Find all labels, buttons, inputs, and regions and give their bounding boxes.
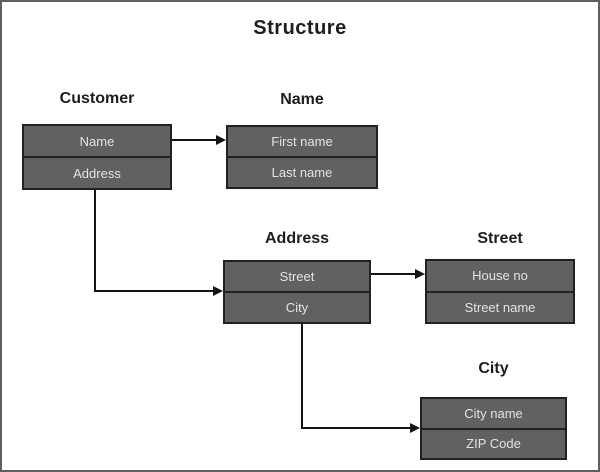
city-box: City name ZIP Code <box>420 397 567 460</box>
address-row-street: Street <box>225 262 369 293</box>
customer-label: Customer <box>59 90 135 107</box>
address-box: Street City <box>223 260 371 324</box>
city-row-zip-code: ZIP Code <box>466 436 521 452</box>
connector-customer-address-vertical <box>94 190 96 292</box>
address-row-city: City <box>285 300 309 315</box>
connector-customer-name-to-name <box>172 139 216 141</box>
street-label: Street <box>477 230 523 247</box>
street-box: House no Street name <box>425 259 575 324</box>
diagram-title: Structure <box>253 17 347 39</box>
city-row-city-name: City name <box>422 399 565 430</box>
connector-address-street-to-street <box>371 273 415 275</box>
connector-customer-address-horizontal <box>94 290 213 292</box>
connector-address-city-horizontal <box>301 427 410 429</box>
connector-address-city-vertical <box>301 324 303 429</box>
name-row-last-name: Last name <box>271 165 333 180</box>
customer-box: Name Address <box>22 124 172 190</box>
arrow-head-icon <box>415 269 425 279</box>
name-row-first-name: First name <box>228 127 376 158</box>
arrow-head-icon <box>213 286 223 296</box>
customer-row-address: Address <box>73 165 121 181</box>
street-row-house-no: House no <box>427 261 573 293</box>
name-box: First name Last name <box>226 125 378 189</box>
address-label: Address <box>264 230 330 247</box>
customer-row-name: Name <box>24 126 170 158</box>
city-label: City <box>478 360 509 377</box>
arrow-head-icon <box>216 135 226 145</box>
arrow-head-icon <box>410 423 420 433</box>
street-row-street-name: Street name <box>464 299 536 315</box>
name-label: Name <box>280 91 324 108</box>
